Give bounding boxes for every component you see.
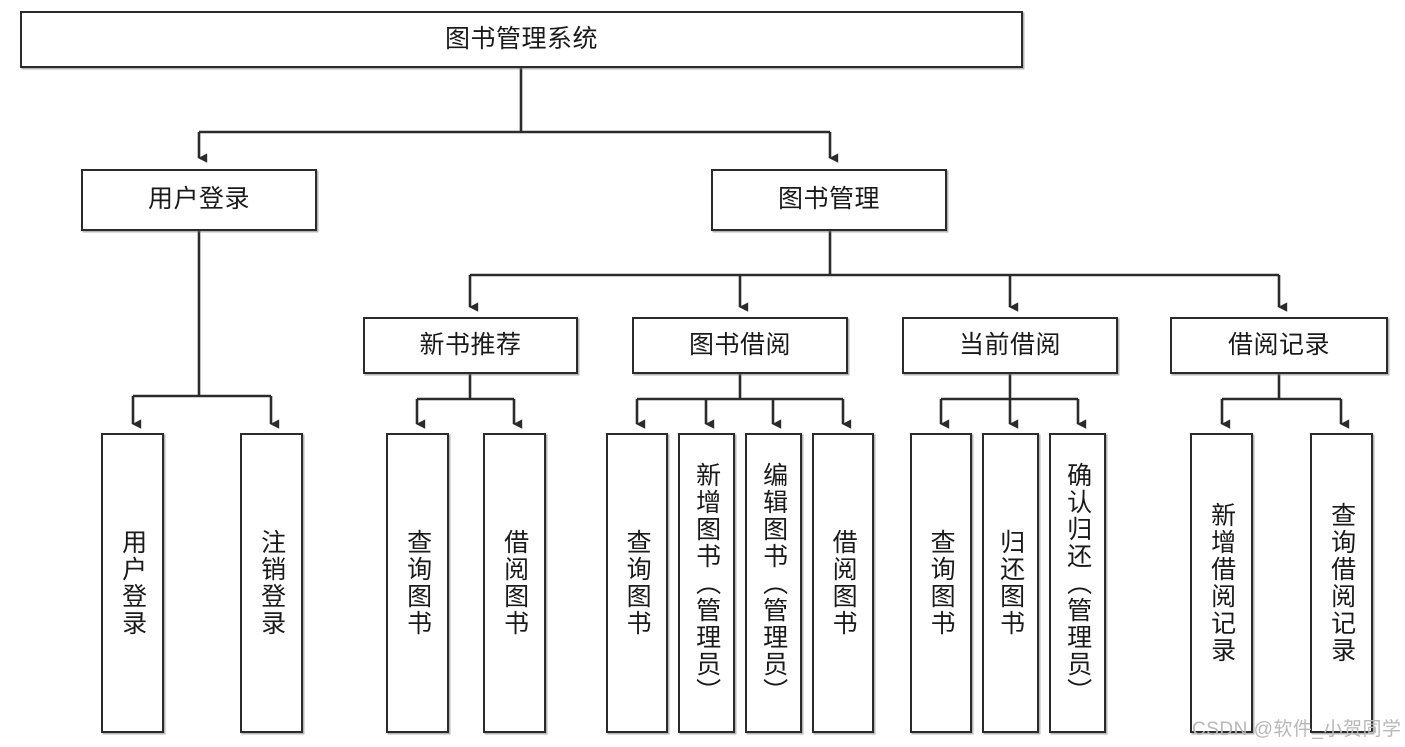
- node-leaf-borrow-book-1-label: 借阅图书: [500, 529, 529, 637]
- node-leaf-user-login[interactable]: 用户登录: [101, 433, 164, 733]
- node-leaf-add-borrow-record[interactable]: 新增借阅记录: [1190, 433, 1253, 733]
- node-root[interactable]: 图书管理系统: [20, 11, 1023, 68]
- node-current-borrow[interactable]: 当前借阅: [902, 317, 1118, 374]
- watermark-text: CSDN @软件_小贺同学: [1192, 719, 1402, 740]
- node-leaf-query-borrow-record[interactable]: 查询借阅记录: [1310, 433, 1373, 733]
- node-leaf-query-book-2[interactable]: 查询图书: [606, 433, 668, 733]
- node-book-borrow-label: 图书借阅: [688, 330, 791, 359]
- node-leaf-query-borrow-record-label: 查询借阅记录: [1327, 502, 1356, 664]
- node-leaf-edit-book-label: 编辑图书（管理员）: [759, 461, 788, 705]
- node-book-borrow[interactable]: 图书借阅: [632, 317, 848, 374]
- node-leaf-edit-book[interactable]: 编辑图书（管理员）: [745, 433, 802, 733]
- node-leaf-borrow-book-1[interactable]: 借阅图书: [483, 433, 546, 733]
- node-user-login[interactable]: 用户登录: [81, 169, 317, 231]
- node-leaf-return-book-label: 归还图书: [996, 529, 1025, 637]
- node-leaf-confirm-return[interactable]: 确认归还（管理员）: [1049, 433, 1106, 733]
- node-leaf-query-book-1[interactable]: 查询图书: [386, 433, 449, 733]
- node-new-book-recommend[interactable]: 新书推荐: [363, 317, 578, 374]
- node-leaf-add-borrow-record-label: 新增借阅记录: [1207, 502, 1236, 664]
- node-user-login-label: 用户登录: [147, 185, 250, 214]
- node-leaf-query-book-3[interactable]: 查询图书: [910, 433, 972, 733]
- node-current-borrow-label: 当前借阅: [958, 330, 1061, 359]
- node-leaf-query-book-2-label: 查询图书: [623, 529, 652, 637]
- node-new-book-recommend-label: 新书推荐: [419, 330, 522, 359]
- node-leaf-borrow-book-2-label: 借阅图书: [829, 529, 858, 637]
- node-root-label: 图书管理系统: [444, 24, 598, 53]
- node-leaf-query-book-3-label: 查询图书: [927, 529, 956, 637]
- node-leaf-user-login-label: 用户登录: [118, 529, 147, 637]
- node-leaf-query-book-1-label: 查询图书: [403, 529, 432, 637]
- node-book-manage[interactable]: 图书管理: [711, 169, 947, 231]
- node-leaf-confirm-return-label: 确认归还（管理员）: [1063, 461, 1092, 705]
- node-book-manage-label: 图书管理: [777, 185, 880, 214]
- node-leaf-add-book[interactable]: 新增图书（管理员）: [678, 433, 735, 733]
- node-leaf-user-logout[interactable]: 注销登录: [240, 433, 303, 733]
- node-borrow-record-label: 借阅记录: [1227, 330, 1330, 359]
- node-leaf-borrow-book-2[interactable]: 借阅图书: [812, 433, 874, 733]
- node-borrow-record[interactable]: 借阅记录: [1170, 317, 1388, 374]
- node-leaf-return-book[interactable]: 归还图书: [982, 433, 1039, 733]
- node-leaf-add-book-label: 新增图书（管理员）: [692, 461, 721, 705]
- node-leaf-user-logout-label: 注销登录: [257, 529, 286, 637]
